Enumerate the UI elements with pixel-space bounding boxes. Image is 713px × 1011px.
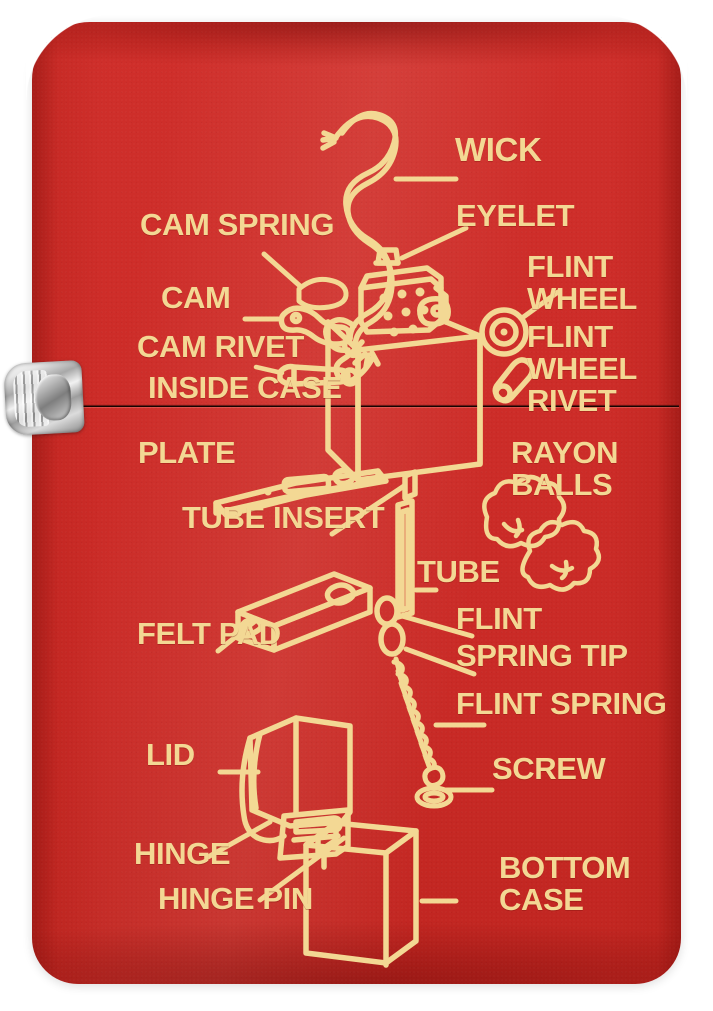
- flint-wheel-drawing: [479, 307, 529, 357]
- cam-rivet-leader: [253, 364, 285, 376]
- flint-drawing: [374, 595, 400, 627]
- label-tube-insert: TUBE INSERT: [182, 500, 385, 535]
- label-cam-rivet: CAM RIVET: [137, 329, 304, 364]
- eyelet-leader: [399, 225, 469, 261]
- label-cam-spring: CAM SPRING: [140, 207, 335, 242]
- bottom-case-drawing: [303, 820, 419, 968]
- felt-pad-drawing: [235, 571, 373, 653]
- label-hinge: HINGE: [134, 836, 231, 871]
- label-flint-wheel: FLINT WHEEL: [527, 249, 637, 316]
- flint-wheel-leader: [519, 289, 561, 321]
- label-inside-case: INSIDE CASE: [148, 370, 342, 405]
- label-cam: CAM: [161, 280, 231, 315]
- engraved-parts-diagram: [32, 22, 681, 984]
- cam-rivet-drawing: [277, 363, 351, 387]
- tube-insert-drawing: [402, 469, 418, 501]
- label-flint: FLINT: [456, 601, 542, 636]
- label-tube: TUBE: [417, 554, 500, 589]
- label-hinge-pin: HINGE PIN: [158, 881, 313, 916]
- label-flint-spring: FLINT SPRING: [456, 686, 667, 721]
- rayon-balls-drawing: [482, 474, 602, 592]
- eyelet-drawing: [373, 247, 401, 266]
- spring-tip-leader: [403, 646, 477, 677]
- felt-pad-leader: [215, 619, 257, 654]
- label-felt-pad: FELT PAD: [137, 616, 281, 651]
- cam-spring-leader: [261, 251, 303, 289]
- tube-insert-leader: [329, 483, 407, 537]
- diagram-artwork: [205, 110, 602, 968]
- label-plate: PLATE: [138, 435, 236, 470]
- flint-wheel-rivet-drawing: [492, 357, 535, 404]
- tube-drawing: [395, 498, 415, 620]
- flint-spring-drawing: [391, 656, 454, 809]
- label-screw: SCREW: [492, 751, 606, 786]
- label-eyelet: EYELET: [456, 198, 575, 233]
- label-wick: WICK: [455, 131, 542, 168]
- flint-leader: [399, 613, 475, 639]
- label-spring-tip: SPRING TIP: [456, 638, 628, 673]
- spring-tip-drawing: [378, 621, 406, 657]
- label-rayon-balls: RAYON BALLS: [511, 435, 619, 502]
- label-flint-wheel-rivet: FLINT WHEEL RIVET: [527, 319, 637, 418]
- plate-drawing: [213, 467, 389, 518]
- cam-spring-drawing: [296, 276, 349, 311]
- label-lid: LID: [146, 737, 195, 772]
- hinge-leader: [205, 819, 273, 860]
- label-bottom-case: BOTTOM CASE: [499, 850, 631, 917]
